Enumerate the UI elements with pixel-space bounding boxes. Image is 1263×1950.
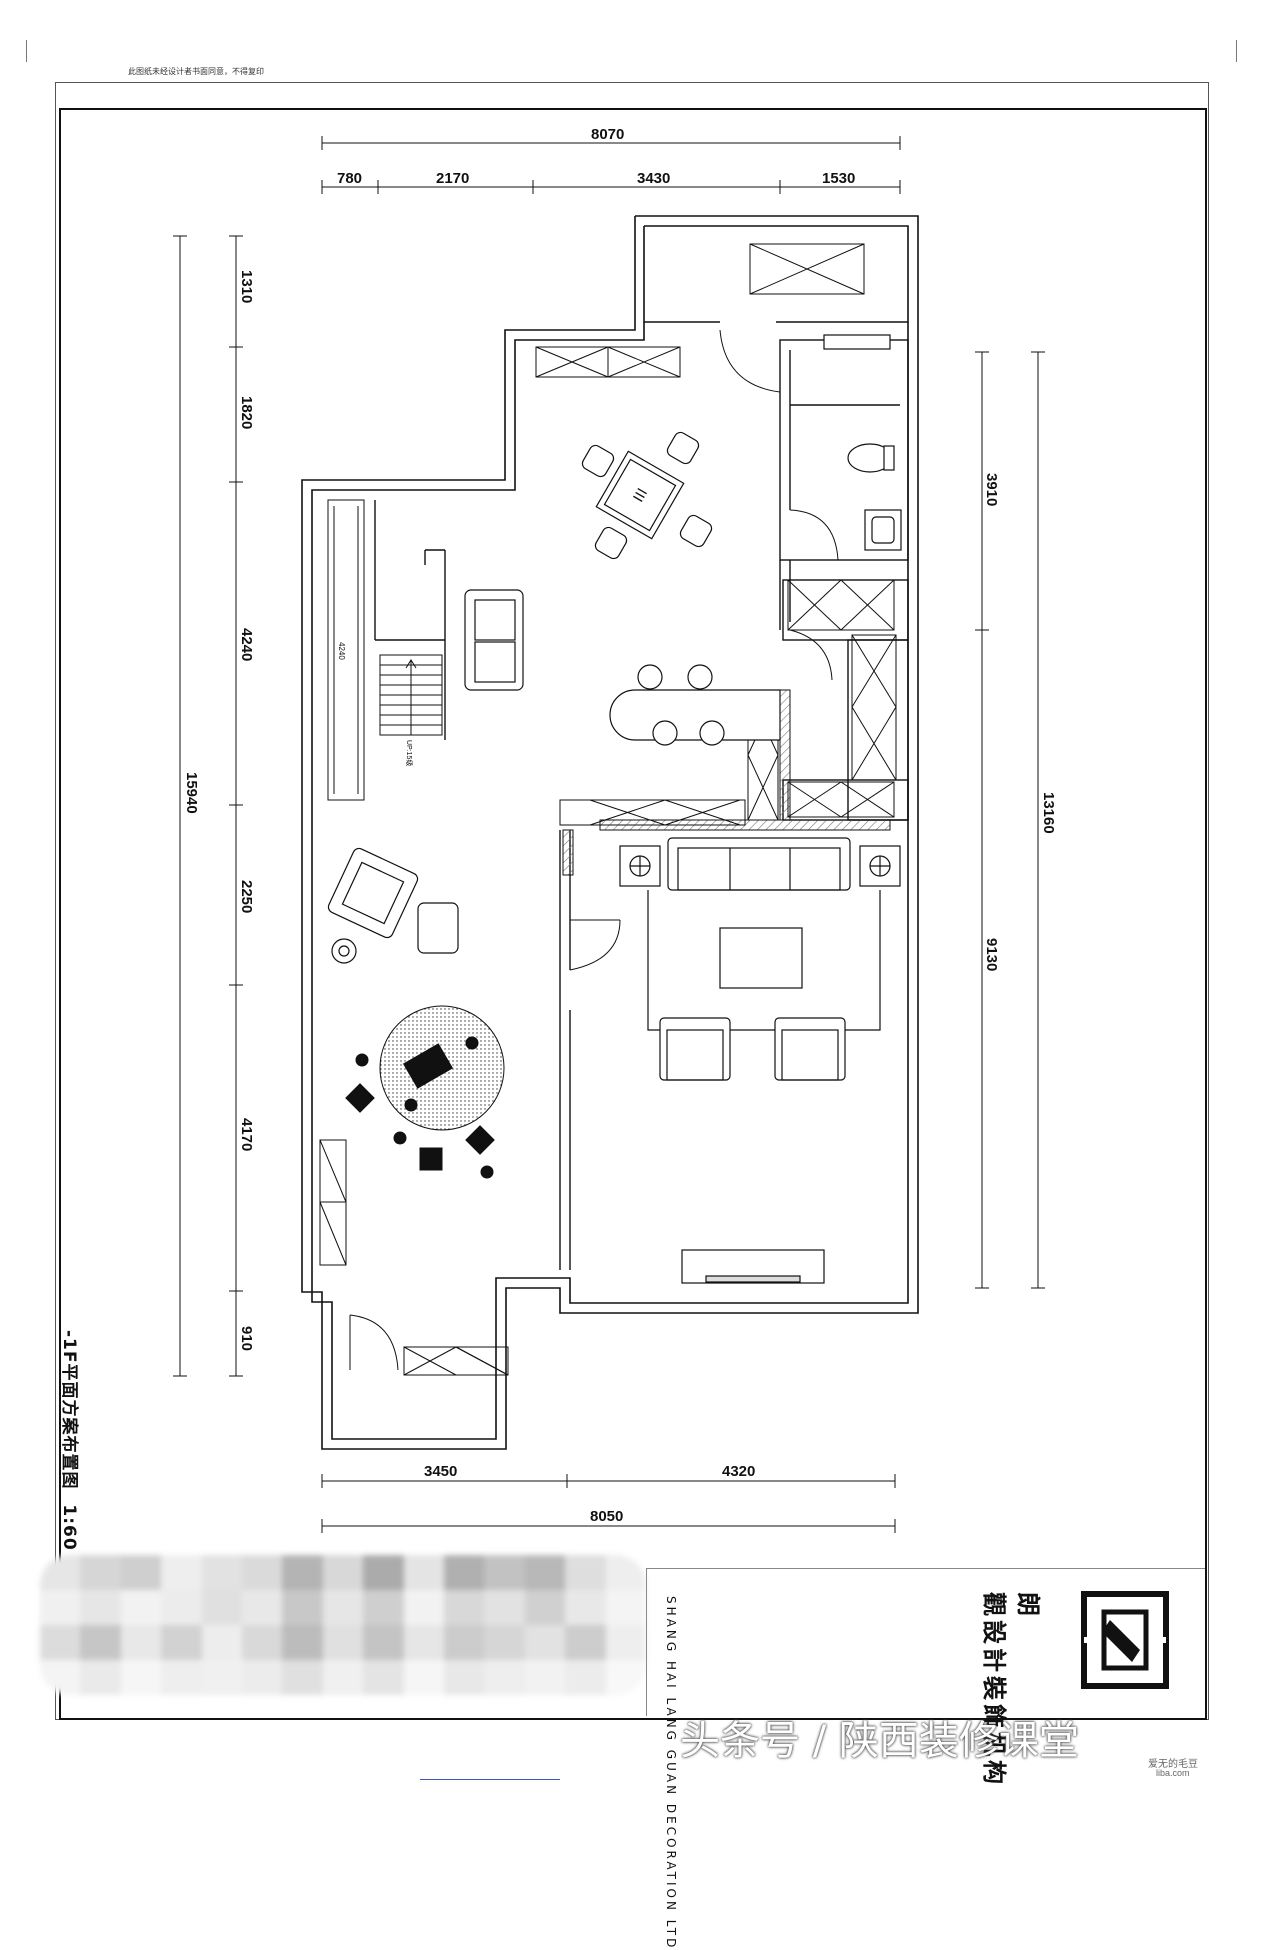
watermark: 头条号 / 陕西装修课堂	[680, 1718, 1079, 1764]
dim-top-segment: 1530	[822, 170, 856, 187]
site-name: 爱无的毛豆	[1148, 1759, 1198, 1770]
dim-left-segment: 910	[238, 1326, 255, 1352]
dim-left-segment: 1820	[238, 396, 255, 430]
dim-left-segment: 1310	[238, 270, 255, 304]
sheet-inner-border	[59, 108, 1207, 1720]
dim-right-segment: 3910	[983, 473, 1000, 507]
cabinet-label: 4240	[337, 642, 346, 660]
lang-logo-icon	[1081, 1591, 1169, 1689]
dim-left-segment: 2250	[238, 880, 255, 914]
crop-mark	[1236, 40, 1251, 62]
reading-chair	[327, 847, 459, 964]
bathroom-fixtures	[823, 334, 902, 551]
dimension-lines-right	[975, 351, 1045, 1289]
dim-bottom-segment: 3450	[424, 1463, 458, 1480]
dim-bottom-total: 8050	[590, 1508, 624, 1525]
dim-top-segment: 3430	[637, 170, 671, 187]
walls	[301, 215, 919, 1450]
dim-right-total: 13160	[1040, 792, 1057, 834]
floor-plan-drawing: ☰	[173, 136, 1045, 1533]
stair-label: UP:15级	[405, 740, 412, 767]
bar-counter	[609, 664, 781, 746]
dim-top-segment: 2170	[436, 170, 470, 187]
dim-right-segment: 9130	[983, 938, 1000, 972]
staircase	[379, 654, 443, 736]
dim-left-total: 15940	[183, 772, 200, 814]
blurred-region	[40, 1555, 646, 1695]
brand-english-name: SHANG HAI LANG GUAN DECORATION LTD	[664, 1596, 678, 1950]
dim-top-total: 8070	[591, 126, 625, 143]
crop-mark	[12, 40, 27, 62]
dining-set: ☰	[581, 431, 713, 560]
dim-bottom-segment: 4320	[722, 1463, 756, 1480]
cabinets	[319, 243, 897, 1376]
title-block	[646, 1568, 1205, 1716]
living-room-set	[619, 837, 901, 1284]
copyright-note: 此图纸未经设计者书面同意，不得复印	[128, 67, 264, 76]
bottom-link-line	[420, 1779, 560, 1780]
dimension-lines-bottom	[321, 1474, 896, 1533]
dimension-lines-left	[173, 235, 243, 1377]
brand-name-col1: 朗	[1014, 1592, 1043, 1620]
doors	[349, 329, 839, 1371]
lounge-sofa	[464, 589, 524, 691]
dim-left-segment: 4170	[238, 1118, 255, 1152]
site-url: liba.com	[1156, 1768, 1190, 1778]
dim-left-segment: 4240	[238, 628, 255, 662]
round-rug-area	[345, 1005, 505, 1179]
dim-top-segment: 780	[337, 170, 363, 187]
dimension-lines-top	[321, 136, 901, 194]
